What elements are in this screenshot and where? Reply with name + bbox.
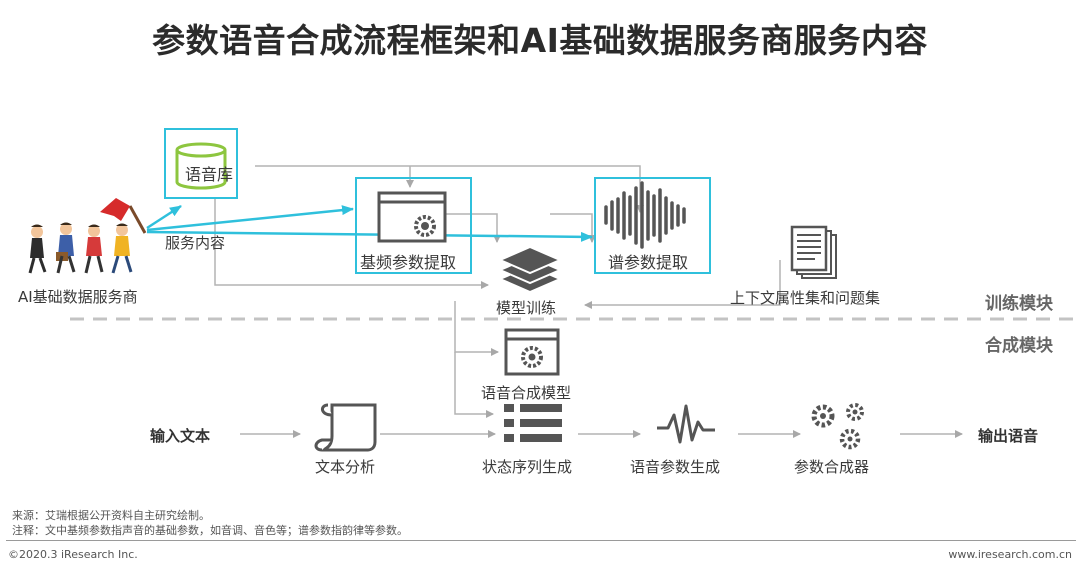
text-analysis-label: 文本分析	[315, 458, 376, 476]
pulse-icon	[657, 404, 715, 444]
source-note: 来源：艾瑞根据公开资料自主研究绘制。	[12, 509, 210, 522]
page-title: 参数语音合成流程框架和AI基础数据服务商服务内容	[152, 21, 928, 60]
f0-extract-label: 基频参数提取	[360, 253, 457, 272]
waveform-icon	[604, 181, 686, 249]
spectrum-extract-label: 谱参数提取	[608, 253, 689, 272]
synthesis-module-label: 合成模块	[985, 336, 1053, 356]
service-label: 服务内容	[165, 234, 226, 252]
f0-extract-box	[355, 177, 472, 274]
corpus-label: 语音库	[185, 165, 234, 184]
training-module-label: 训练模块	[985, 294, 1053, 314]
param-generation-label: 语音参数生成	[630, 458, 721, 476]
context-label: 上下文属性集和问题集	[730, 289, 881, 307]
model-gear-icon	[504, 328, 560, 376]
input-text-label: 输入文本	[150, 427, 211, 445]
copyright: ©2020.3 iResearch Inc.	[8, 548, 138, 561]
gears-icon	[811, 403, 864, 450]
cyan-service-arrows	[146, 204, 593, 242]
team-flag-icon	[28, 198, 147, 274]
provider-label: AI基础数据服务商	[18, 288, 138, 306]
document-icon	[790, 225, 837, 279]
scroll-icon	[314, 403, 377, 452]
layers-icon	[497, 245, 563, 294]
website-link[interactable]: www.iresearch.com.cn	[948, 548, 1072, 561]
output-speech-label: 输出语音	[978, 427, 1039, 445]
spectrum-extract-box	[594, 177, 711, 274]
synthesizer-label: 参数合成器	[794, 458, 870, 476]
remark-note: 注释：文中基频参数指声音的基础参数，如音调、音色等；谱参数指韵律等参数。	[12, 524, 408, 537]
state-sequence-label: 状态序列生成	[482, 458, 573, 476]
database-icon	[175, 142, 227, 190]
model-training-label: 模型训练	[496, 299, 557, 317]
synth-model-label: 语音合成模型	[481, 384, 572, 402]
list-icon	[504, 404, 562, 442]
footer-divider	[6, 540, 1076, 541]
gray-connectors	[214, 165, 963, 438]
window-gear-icon	[377, 191, 447, 243]
corpus-box	[164, 128, 238, 199]
